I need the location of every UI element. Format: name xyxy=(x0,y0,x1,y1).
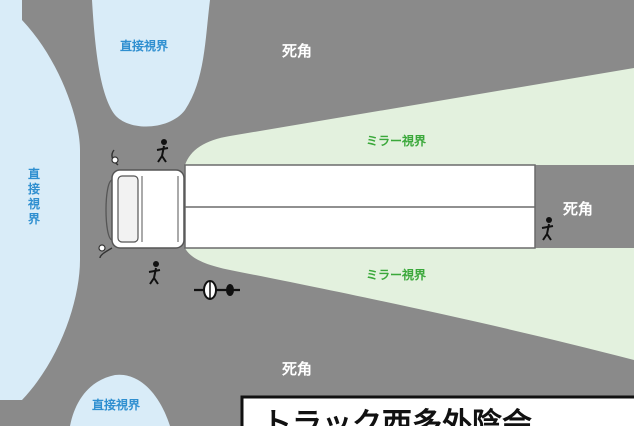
mirror-view-label-bottom: ミラー視界 xyxy=(366,267,426,282)
direct-view-label-top: 直接視界 xyxy=(120,38,168,53)
direct-view-zone-left xyxy=(0,0,80,400)
pedestrian-icon xyxy=(156,139,169,163)
blind-spot-label-top: 死角 xyxy=(282,42,312,60)
direct-view-zone-top xyxy=(92,0,210,127)
mirror-view-label-top: ミラー視界 xyxy=(366,133,426,148)
svg-text:直: 直 xyxy=(28,166,40,181)
truck-cab xyxy=(98,149,185,259)
blind-spot-label-bottom: 死角 xyxy=(282,360,312,378)
svg-text:界: 界 xyxy=(28,211,40,226)
banner-text: トラック西多外陰会 xyxy=(262,407,532,426)
direct-view-zone-bottom xyxy=(70,374,170,426)
blind-spot-label-rear: 死角 xyxy=(563,200,593,218)
banner: トラック西多外陰会 xyxy=(240,395,634,426)
pedestrian-icon xyxy=(148,261,161,285)
pedestrian-icon xyxy=(541,217,554,241)
direct-view-label-left: 直 接 視 界 xyxy=(27,166,40,226)
svg-text:接: 接 xyxy=(28,181,40,196)
svg-text:視: 視 xyxy=(27,196,40,211)
cyclist-icon xyxy=(194,280,240,300)
mirror-view-zone-top xyxy=(185,68,634,165)
direct-view-label-bottom: 直接視界 xyxy=(92,397,140,412)
mirror-view-zone-bottom xyxy=(185,248,634,360)
